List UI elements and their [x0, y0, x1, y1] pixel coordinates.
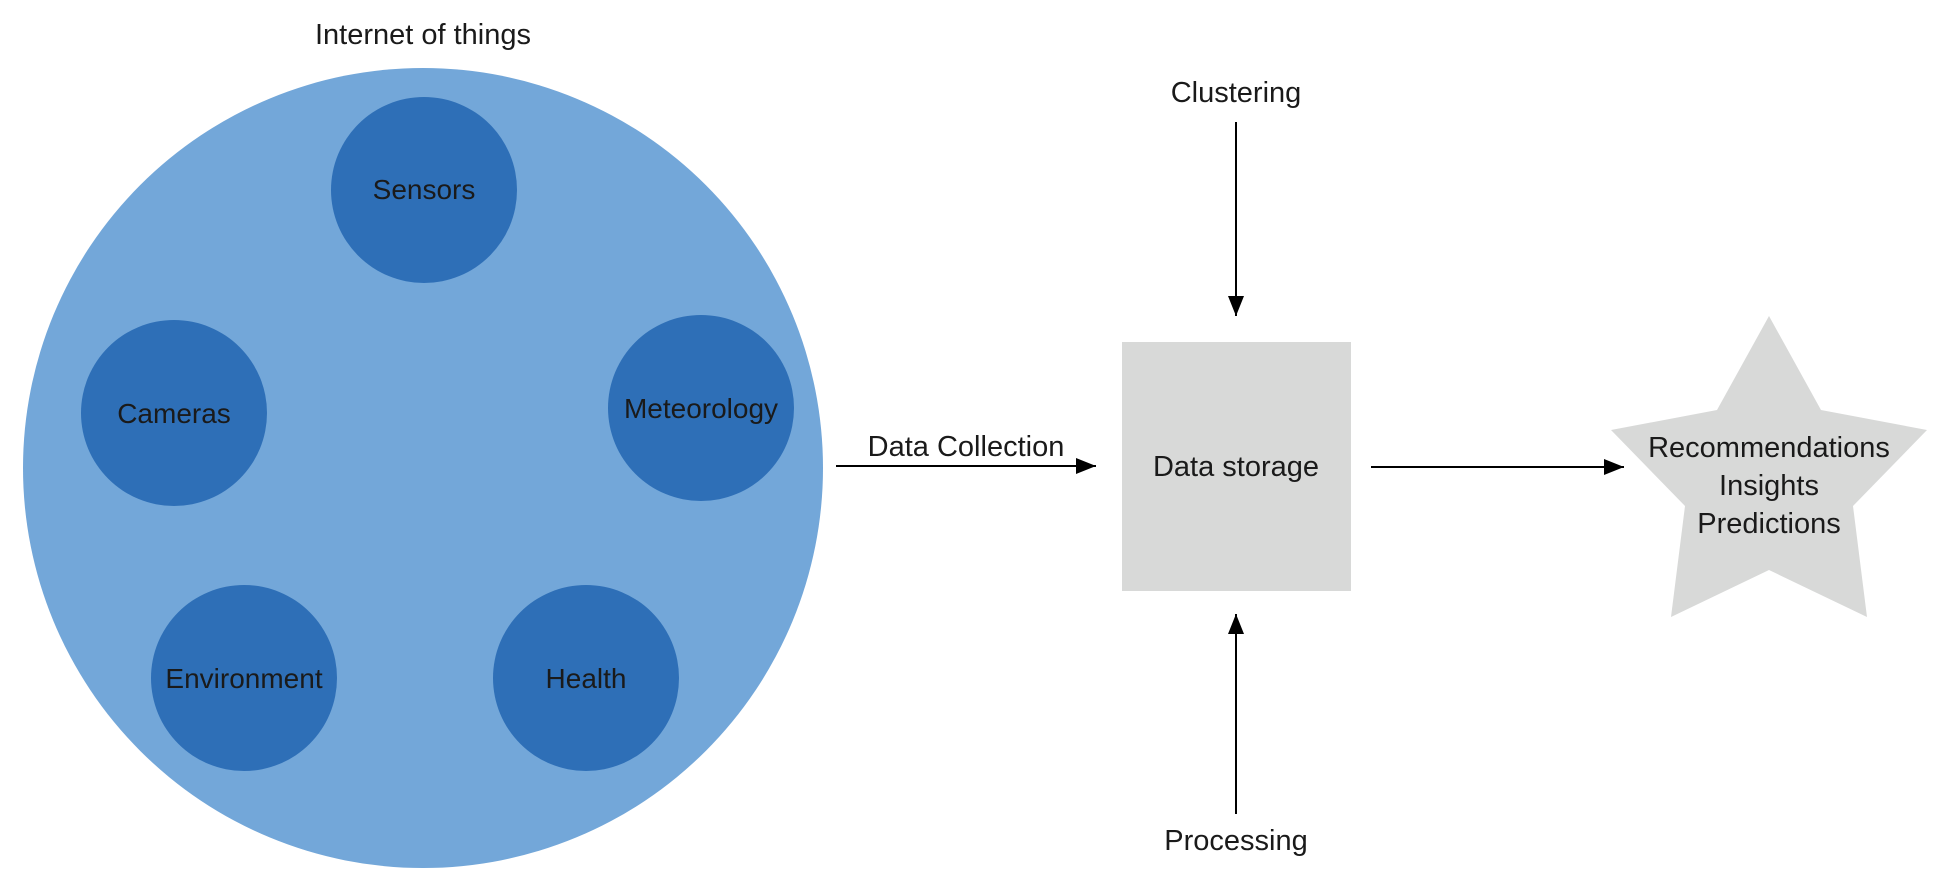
outputs-star: [1611, 316, 1927, 617]
data-storage-box: [1122, 342, 1351, 591]
iot-node-health: Health: [493, 585, 679, 771]
sensors-label: Sensors: [373, 174, 476, 205]
environment-circle: [151, 585, 337, 771]
meteorology-label: Meteorology: [624, 393, 778, 424]
iot-group: Internet of things Sensors Cameras Meteo…: [23, 19, 823, 868]
iot-node-meteorology: Meteorology: [608, 315, 794, 501]
environment-label: Environment: [165, 663, 322, 694]
output-recommendations: Recommendations: [1648, 432, 1890, 464]
processing-flow: Processing: [1164, 614, 1308, 857]
iot-node-sensors: Sensors: [331, 97, 517, 283]
data-collection-flow: Data Collection: [836, 431, 1096, 474]
output-predictions: Predictions: [1697, 508, 1840, 540]
health-circle: [493, 585, 679, 771]
processing-label: Processing: [1164, 825, 1307, 857]
clustering-flow: Clustering: [1171, 77, 1302, 316]
output-insights: Insights: [1719, 470, 1819, 502]
sensors-circle: [331, 97, 517, 283]
meteorology-circle: [608, 315, 794, 501]
health-label: Health: [546, 663, 627, 694]
iot-node-environment: Environment: [151, 585, 337, 771]
data-collection-label: Data Collection: [868, 431, 1065, 463]
data-storage-group: Data storage: [1122, 342, 1351, 591]
outputs-star-group: Recommendations Insights Predictions: [1611, 316, 1927, 617]
iot-title: Internet of things: [315, 19, 531, 51]
cameras-circle: [81, 320, 267, 506]
cameras-label: Cameras: [117, 398, 231, 429]
clustering-label: Clustering: [1171, 77, 1302, 109]
iot-node-cameras: Cameras: [81, 320, 267, 506]
data-storage-label: Data storage: [1153, 451, 1319, 483]
